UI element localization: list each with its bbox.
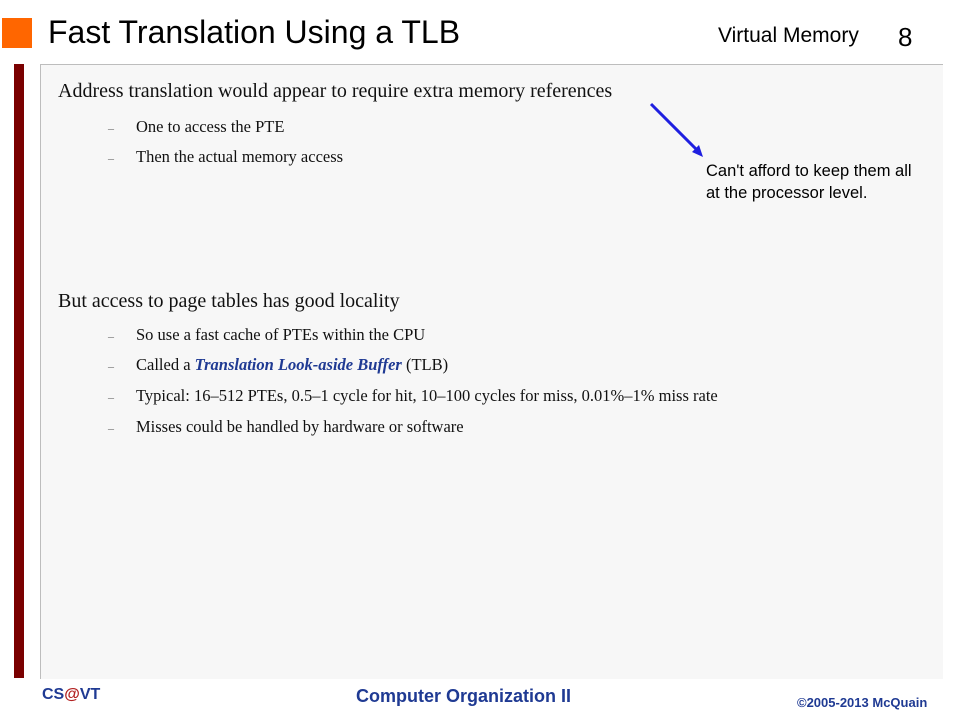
footer-cs: CS [42, 686, 65, 703]
left-accent-bar [14, 64, 24, 678]
tlb-term: Translation Look-aside Buffer [194, 355, 402, 374]
dash-marker: – [108, 390, 114, 404]
slide-topic: Virtual Memory [718, 24, 859, 47]
sub-bullet-tlb-name: –Called a Translation Look-aside Buffer … [108, 355, 448, 375]
dash-marker: – [108, 329, 114, 343]
sub-bullet-memory-access: – Then the actual memory access [108, 147, 343, 167]
sub-bullet-pte-access: – One to access the PTE [108, 117, 284, 137]
sub-bullet-misses: – Misses could be handled by hardware or … [108, 417, 464, 437]
dash-marker: – [108, 121, 114, 135]
bullet-address-translation: Address translation would appear to requ… [58, 80, 613, 102]
footer-course-title: Computer Organization II [356, 686, 572, 706]
footer-at: @ [64, 686, 80, 703]
annotation-note: Can't afford to keep them all at the pro… [706, 162, 912, 202]
footer-course-tag: CS@VT [42, 686, 100, 704]
sub-bullet-text: Misses could be handled by hardware or s… [136, 417, 464, 436]
sub-bullet-text: So use a fast cache of PTEs within the C… [136, 325, 426, 344]
sub-bullet-text: Typical: 16–512 PTEs, 0.5–1 cycle for hi… [136, 386, 718, 405]
sub-bullet-typical-stats: – Typical: 16–512 PTEs, 0.5–1 cycle for h… [108, 386, 718, 406]
dash-marker: – [108, 359, 114, 373]
dash-marker: – [108, 151, 114, 165]
sub-bullet-fast-cache: – So use a fast cache of PTEs within the … [108, 325, 425, 345]
sub-bullet-text: Then the actual memory access [136, 147, 344, 166]
footer-copyright: ©2005-2013 McQuain [797, 695, 928, 710]
content-panel [40, 64, 943, 679]
footer-vt: VT [79, 686, 101, 703]
slide-number: 8 [898, 22, 913, 52]
sub-bullet-suffix: (TLB) [401, 355, 449, 374]
sub-bullet-prefix: Called a [136, 355, 195, 374]
sub-bullet-text: One to access the PTE [136, 117, 285, 136]
dash-marker: – [108, 421, 114, 435]
bullet-locality: But access to page tables has good local… [58, 290, 400, 312]
slide-title: Fast Translation Using a TLB [48, 14, 461, 50]
title-accent-square [2, 18, 32, 48]
